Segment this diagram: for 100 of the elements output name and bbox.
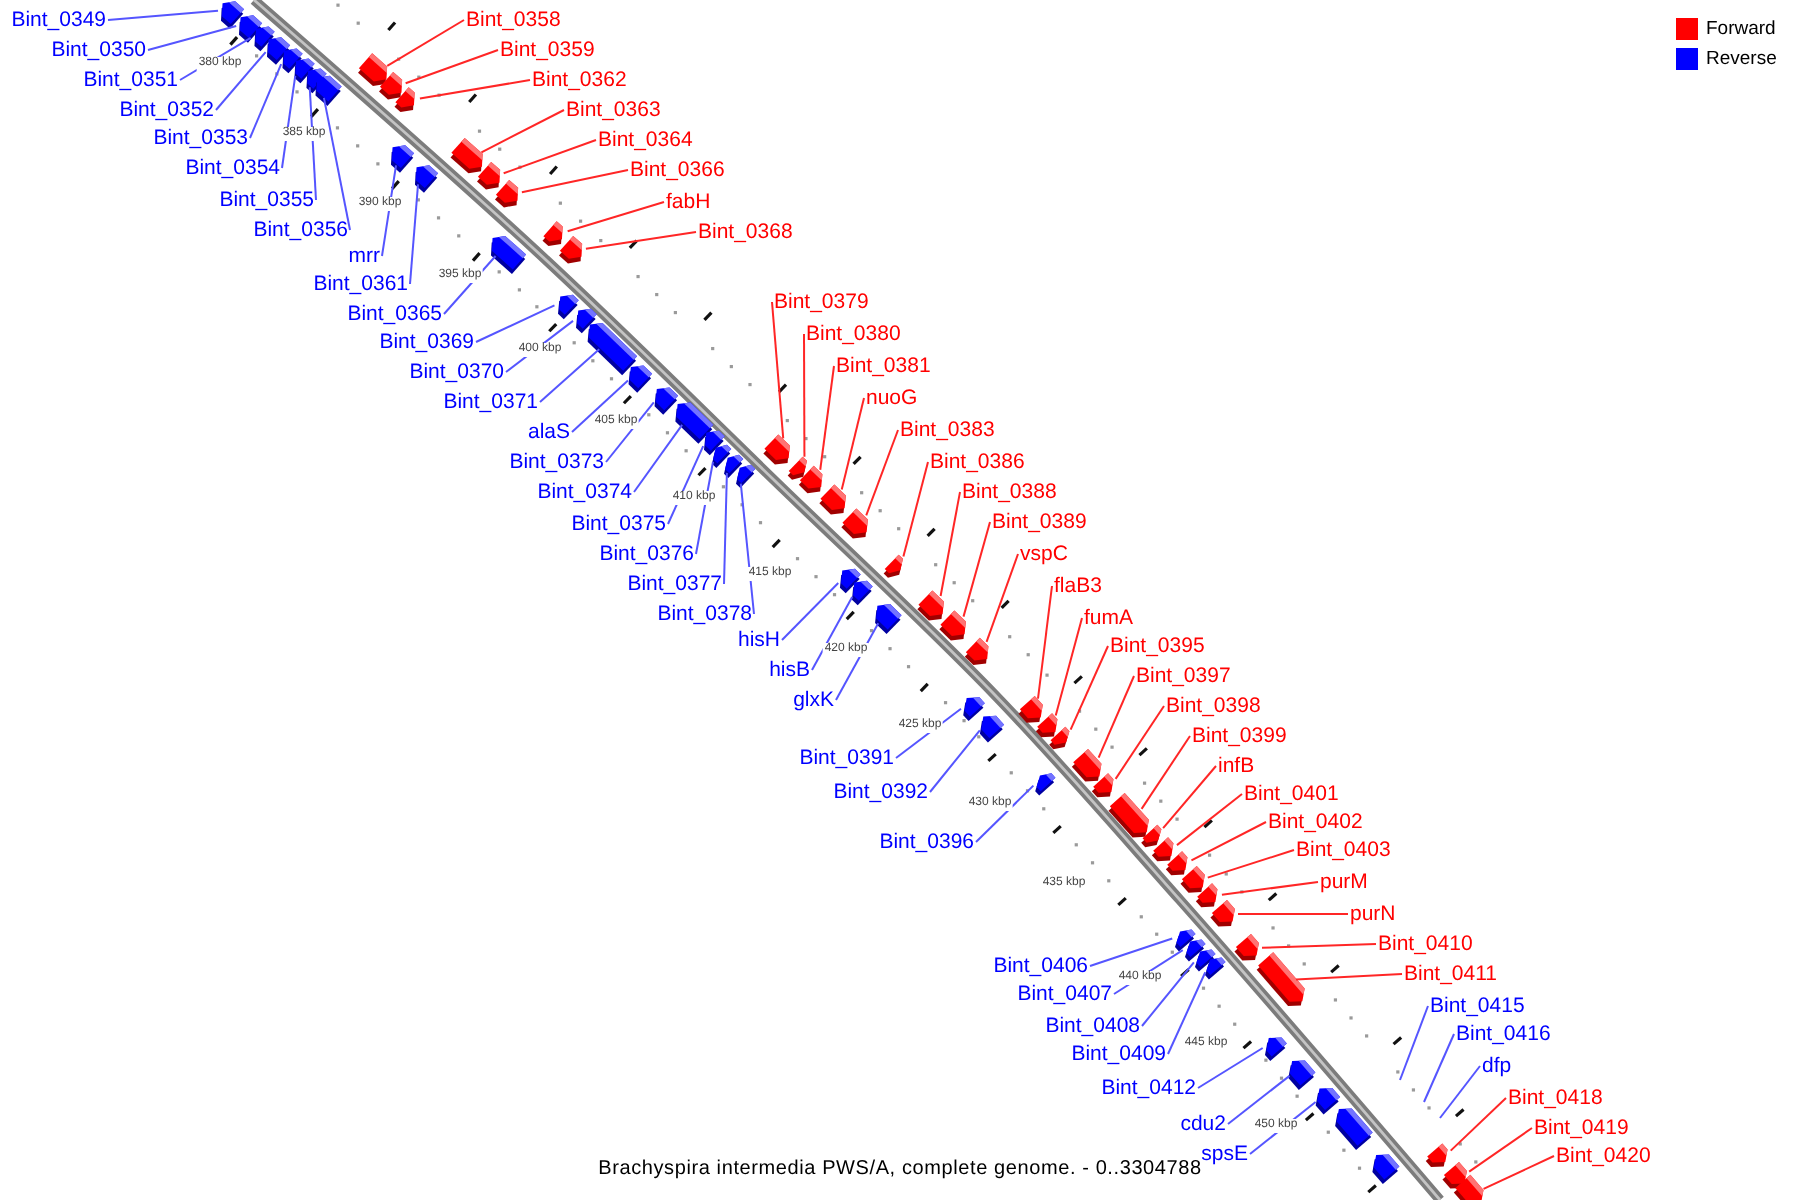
gene-block	[587, 322, 638, 376]
gene-label: Bint_0396	[879, 830, 974, 854]
leader-line	[566, 201, 665, 233]
gene-label: Bint_0411	[1404, 962, 1498, 986]
leader-line	[571, 379, 629, 433]
leader-line	[107, 9, 219, 21]
gene-block	[787, 456, 807, 480]
leader-line	[1423, 1033, 1455, 1103]
gene-block	[675, 402, 714, 444]
leader-line	[281, 74, 297, 169]
leader-line	[505, 319, 574, 373]
gene-label: mrr	[348, 244, 380, 268]
gene-label: fumA	[1084, 606, 1134, 630]
leader-line	[739, 482, 755, 615]
gene-label: Bint_0363	[566, 98, 661, 122]
gene-block	[1256, 952, 1305, 1007]
gene-label: Bint_0370	[409, 360, 504, 384]
leader-line	[1399, 1005, 1429, 1081]
gene-label: Bint_0388	[962, 480, 1057, 504]
leader-line	[895, 707, 962, 759]
gene-block	[964, 637, 989, 666]
gene-label: Bint_0403	[1296, 838, 1391, 862]
gene-label: Bint_0401	[1244, 782, 1339, 806]
gene-label: Bint_0386	[930, 450, 1025, 474]
leader-line	[475, 304, 556, 343]
gene-label: purM	[1320, 870, 1368, 894]
gene-block	[495, 179, 519, 208]
gene-block	[1035, 713, 1058, 738]
leader-line	[695, 460, 714, 555]
gene-block	[1335, 1108, 1373, 1151]
leader-line	[902, 461, 929, 558]
gene-label: Bint_0361	[313, 272, 408, 296]
leader-line	[1069, 645, 1109, 731]
gene-block	[875, 604, 902, 635]
gene-label: hisB	[769, 658, 810, 682]
gene-block	[939, 610, 966, 641]
gene-label: Bint_0373	[509, 450, 604, 474]
leader-line	[1206, 849, 1295, 879]
gene-label: Bint_0368	[698, 220, 793, 244]
gene-block	[1151, 837, 1174, 862]
gene-block	[979, 715, 1005, 743]
gene-label: Bint_0408	[1045, 1014, 1140, 1038]
leader-line	[835, 622, 880, 701]
gene-label: Bint_0379	[774, 290, 869, 314]
gene-block	[841, 508, 868, 539]
gene-label: vspC	[1020, 542, 1068, 566]
gene-block	[851, 580, 873, 606]
gene-label: glxK	[793, 688, 834, 712]
gene-label: Bint_0352	[119, 98, 214, 122]
leader-line	[147, 25, 238, 51]
gene-label: Bint_0358	[466, 8, 561, 32]
gene-block	[1091, 773, 1114, 798]
leader-line	[520, 169, 629, 194]
gene-label: alaS	[527, 420, 570, 444]
gene-block	[1165, 851, 1188, 876]
gene-block	[450, 137, 483, 174]
gene-label: Bint_0381	[836, 354, 931, 378]
leader-line	[985, 553, 1019, 643]
leader-line	[771, 301, 785, 440]
leader-line	[179, 36, 252, 81]
gene-label: Bint_0412	[1101, 1076, 1196, 1100]
leader-line	[386, 19, 465, 67]
gene-label: Bint_0354	[185, 156, 280, 180]
gene-label: Bint_0406	[993, 954, 1088, 978]
gene-block	[1372, 1154, 1400, 1185]
gene-label: Bint_0376	[599, 542, 694, 566]
gene-block	[391, 145, 415, 173]
gene-label: Bint_0351	[83, 68, 178, 92]
gene-label: Bint_0389	[992, 510, 1087, 534]
leader-line	[939, 491, 961, 597]
gene-label: Bint_0378	[657, 602, 752, 626]
gene-label: Bint_0419	[1534, 1116, 1629, 1140]
gene-block	[1205, 957, 1226, 980]
gene-block	[1071, 748, 1102, 782]
gene-block	[1049, 726, 1070, 750]
gene-label: Bint_0410	[1378, 932, 1473, 956]
gene-block	[1141, 824, 1162, 848]
gene-label: Bint_0407	[1017, 982, 1112, 1006]
gene-label: cdu2	[1180, 1112, 1226, 1136]
leader-line	[584, 231, 697, 250]
gene-label: Bint_0375	[571, 512, 666, 536]
leader-line	[781, 582, 840, 641]
gene-block	[358, 53, 388, 87]
leader-line	[819, 365, 835, 471]
gene-label: Bint_0369	[379, 330, 474, 354]
gene-block	[1453, 1174, 1484, 1200]
leader-line	[1140, 735, 1191, 810]
gene-label: Bint_0356	[253, 218, 348, 242]
gene-block	[1180, 865, 1205, 893]
gene-label: fabH	[666, 190, 711, 214]
leader-line	[1190, 821, 1267, 862]
caption: Brachyspira intermedia PWS/A, complete genome. - 0..3304788	[598, 1158, 1202, 1182]
gene-label: Bint_0364	[598, 128, 693, 152]
gene-block	[1315, 1087, 1341, 1115]
gene-label: Bint_0415	[1430, 994, 1525, 1018]
gene-label: infB	[1218, 754, 1255, 778]
gene-block	[763, 434, 790, 465]
leader-line	[381, 164, 398, 257]
leader-line	[723, 471, 728, 585]
gene-block	[1035, 773, 1056, 796]
